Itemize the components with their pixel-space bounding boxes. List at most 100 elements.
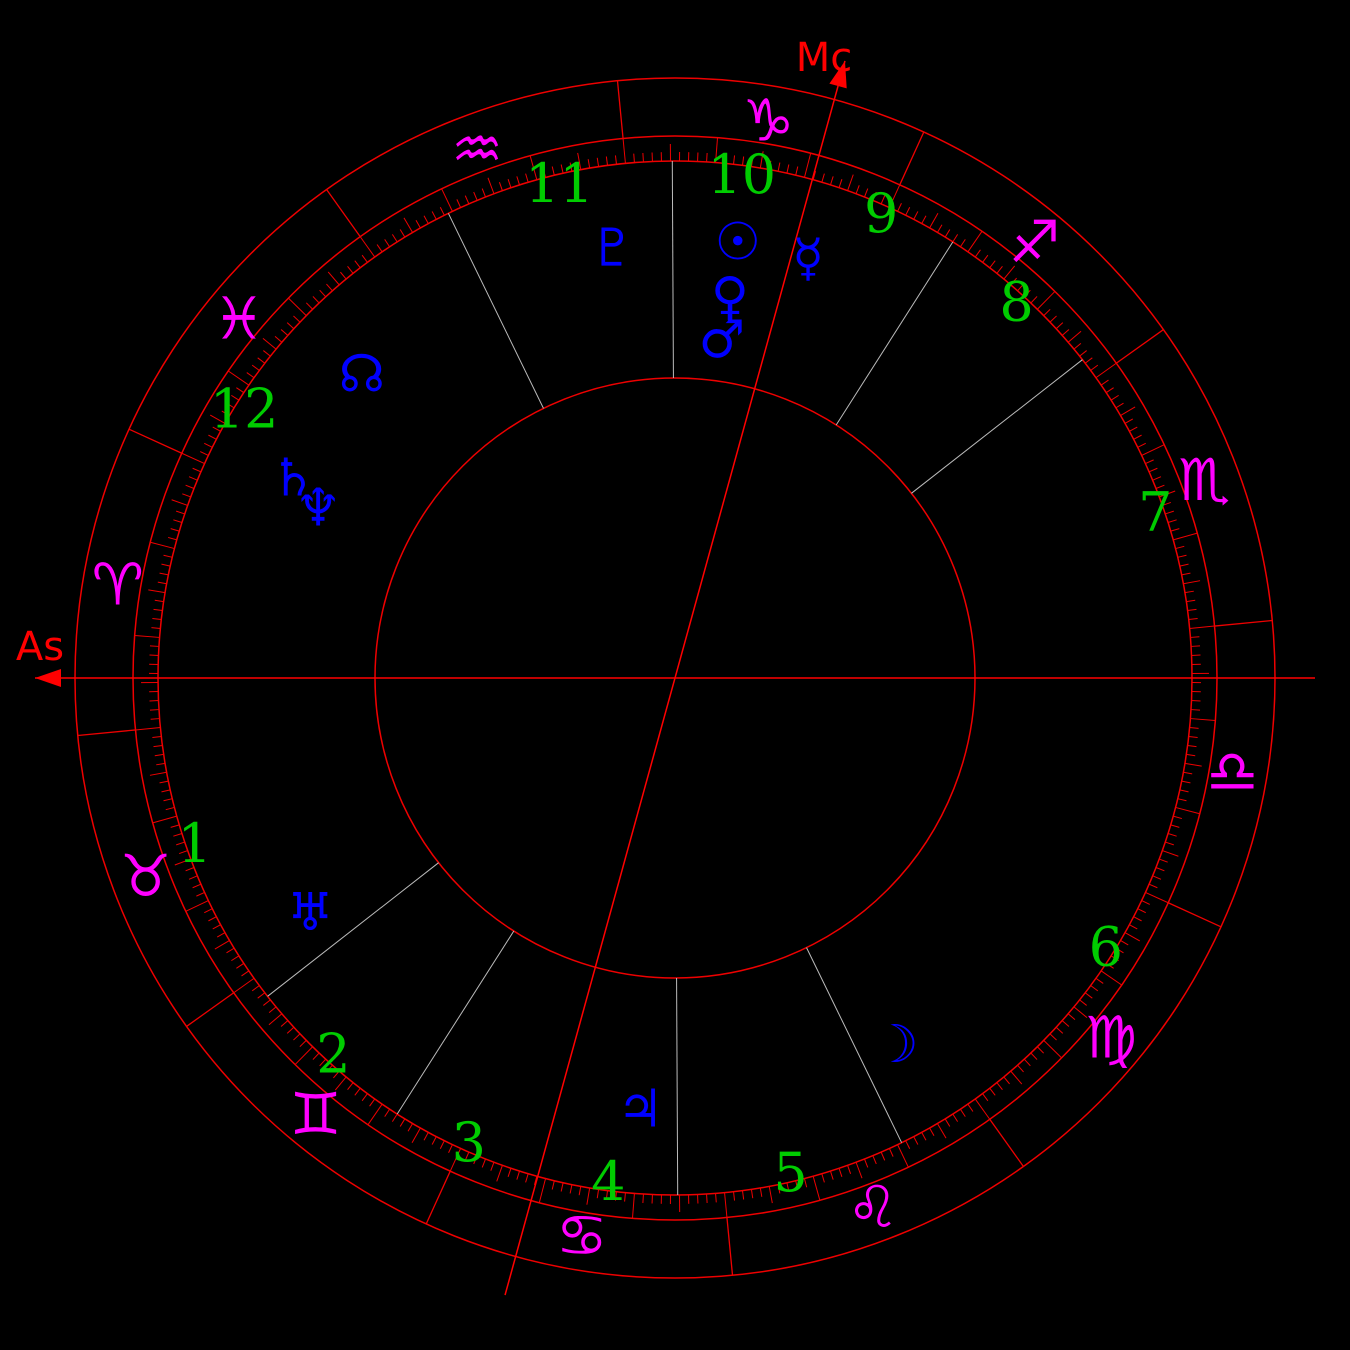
degree-tick xyxy=(214,939,230,950)
degree-tick xyxy=(982,254,989,263)
degree-tick xyxy=(1145,891,1169,904)
degree-tick xyxy=(176,841,185,846)
degree-tick xyxy=(161,563,171,567)
degree-tick xyxy=(226,402,235,409)
degree-tick xyxy=(538,1178,547,1203)
degree-tick xyxy=(148,589,166,594)
degree-tick xyxy=(586,1187,591,1205)
degree-tick xyxy=(159,572,169,576)
degree-tick xyxy=(1187,744,1197,748)
house-cusp-6-line xyxy=(806,947,903,1143)
degree-tick xyxy=(913,211,919,220)
degree-tick xyxy=(936,1123,947,1139)
degree-tick xyxy=(1181,572,1191,576)
mc-arrowhead xyxy=(829,60,847,89)
degree-tick xyxy=(439,1140,445,1149)
degree-tick xyxy=(209,414,226,424)
degree-tick xyxy=(312,1052,320,1060)
degree-tick xyxy=(1105,962,1114,969)
degree-tick xyxy=(228,370,250,386)
degree-tick xyxy=(967,231,983,253)
degree-tick xyxy=(152,736,162,739)
degree-tick xyxy=(274,336,283,343)
degree-tick xyxy=(391,234,398,243)
degree-tick xyxy=(204,908,213,914)
degree-tick xyxy=(340,271,347,280)
degree-tick xyxy=(149,771,167,776)
degree-tick xyxy=(464,195,470,205)
degree-tick xyxy=(327,271,340,286)
degree-tick xyxy=(1061,329,1070,336)
degree-tick xyxy=(1155,484,1165,489)
degree-tick xyxy=(982,1093,989,1102)
degree-tick xyxy=(1079,350,1087,357)
degree-tick xyxy=(448,1144,453,1153)
degree-tick xyxy=(319,1058,327,1067)
degree-tick xyxy=(929,1127,935,1137)
degree-tick xyxy=(829,176,834,186)
degree-tick xyxy=(347,1082,354,1090)
degree-tick xyxy=(750,1189,754,1199)
degree-tick xyxy=(913,1136,919,1145)
degree-tick xyxy=(516,1170,521,1180)
degree-tick xyxy=(1095,977,1104,984)
house-2-number: 2 xyxy=(316,1023,350,1086)
degree-tick xyxy=(1184,590,1194,594)
planet-saturn-icon: ♄ xyxy=(270,448,317,508)
degree-tick xyxy=(293,315,301,323)
degree-tick xyxy=(1184,762,1202,767)
degree-tick xyxy=(507,1168,512,1177)
house-cusp-8-line xyxy=(911,359,1083,494)
degree-tick xyxy=(1073,1006,1088,1019)
degree-tick xyxy=(246,372,255,379)
degree-tick xyxy=(777,1184,781,1194)
planet-north-node-icon: ☊ xyxy=(339,345,385,405)
degree-tick xyxy=(149,709,159,711)
degree-tick xyxy=(880,1151,886,1161)
degree-tick xyxy=(403,217,414,233)
degree-tick xyxy=(487,177,495,194)
house-5-number: 5 xyxy=(773,1141,807,1204)
degree-tick xyxy=(706,1194,708,1204)
degree-tick xyxy=(163,554,173,558)
house-6-number: 6 xyxy=(1089,916,1123,979)
degree-tick xyxy=(525,173,529,183)
degree-tick xyxy=(173,832,183,837)
degree-tick xyxy=(1175,806,1200,815)
degree-tick xyxy=(280,329,289,336)
degree-tick xyxy=(333,1070,340,1079)
degree-tick xyxy=(1124,418,1134,424)
degree-tick xyxy=(1145,459,1154,465)
degree-tick xyxy=(1189,625,1215,629)
degree-tick xyxy=(268,1013,283,1026)
house-cusp-3-line xyxy=(396,930,515,1115)
degree-tick xyxy=(1090,364,1099,371)
midheaven-label: Mc xyxy=(796,35,853,81)
degree-tick xyxy=(174,858,191,866)
degree-tick xyxy=(1141,444,1165,456)
sign-leo-icon: ♌ xyxy=(847,1173,899,1241)
degree-tick xyxy=(750,157,754,167)
degree-tick xyxy=(1055,322,1064,330)
degree-tick xyxy=(156,762,166,766)
degree-tick xyxy=(257,992,266,999)
degree-tick xyxy=(263,350,271,357)
planet-uranus-icon: ♅ xyxy=(287,883,334,943)
sign-gemini-icon: ♊ xyxy=(290,1080,342,1148)
degree-tick xyxy=(192,883,202,889)
degree-tick xyxy=(498,182,503,191)
degree-tick xyxy=(153,608,163,612)
degree-tick xyxy=(490,1162,495,1171)
degree-tick xyxy=(481,188,486,198)
degree-tick xyxy=(803,1178,808,1188)
sign-taurus-icon: ♉ xyxy=(120,842,172,910)
degree-tick xyxy=(152,815,177,824)
degree-tick xyxy=(715,1193,717,1203)
degree-tick xyxy=(231,394,240,401)
degree-tick xyxy=(288,297,307,316)
degree-tick xyxy=(1186,599,1196,603)
mc-axis-line xyxy=(504,60,846,1296)
degree-tick xyxy=(847,174,854,191)
house-cusp-11-line xyxy=(671,161,674,379)
degree-tick xyxy=(614,1191,617,1201)
